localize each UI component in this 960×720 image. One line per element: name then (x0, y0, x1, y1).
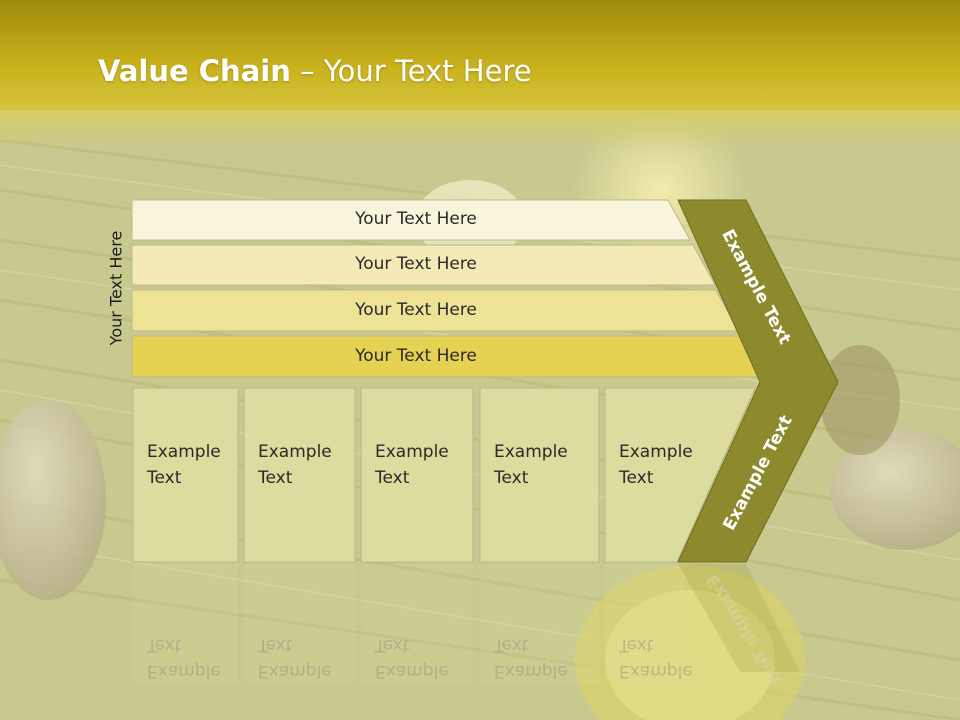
chain-bar-label: Your Text Here (355, 345, 477, 366)
chain-bar[interactable] (131, 244, 716, 286)
activity-box[interactable] (604, 387, 756, 563)
chain-bar[interactable] (131, 199, 691, 241)
activity-box-reflection (361, 564, 473, 684)
activity-box-reflection (480, 564, 599, 684)
activity-box[interactable] (479, 387, 600, 563)
chain-bar-label: Your Text Here (355, 209, 477, 229)
activity-box-reflection (244, 564, 355, 684)
vertical-side-label[interactable]: Your Text Here (106, 230, 126, 346)
chain-bar-label: Your Text Here (355, 254, 477, 274)
activity-box[interactable] (243, 387, 356, 563)
value-chevron-reflection (678, 564, 800, 672)
chain-bar-label: Your Text Here (355, 299, 477, 320)
activity-box[interactable] (360, 387, 474, 563)
slide-title[interactable]: Value Chain – Your Text Here (98, 54, 532, 88)
activity-box-reflection (133, 564, 238, 684)
activity-box[interactable] (132, 387, 239, 563)
activity-box-reflection (605, 564, 685, 684)
value-chevron[interactable] (677, 199, 839, 563)
